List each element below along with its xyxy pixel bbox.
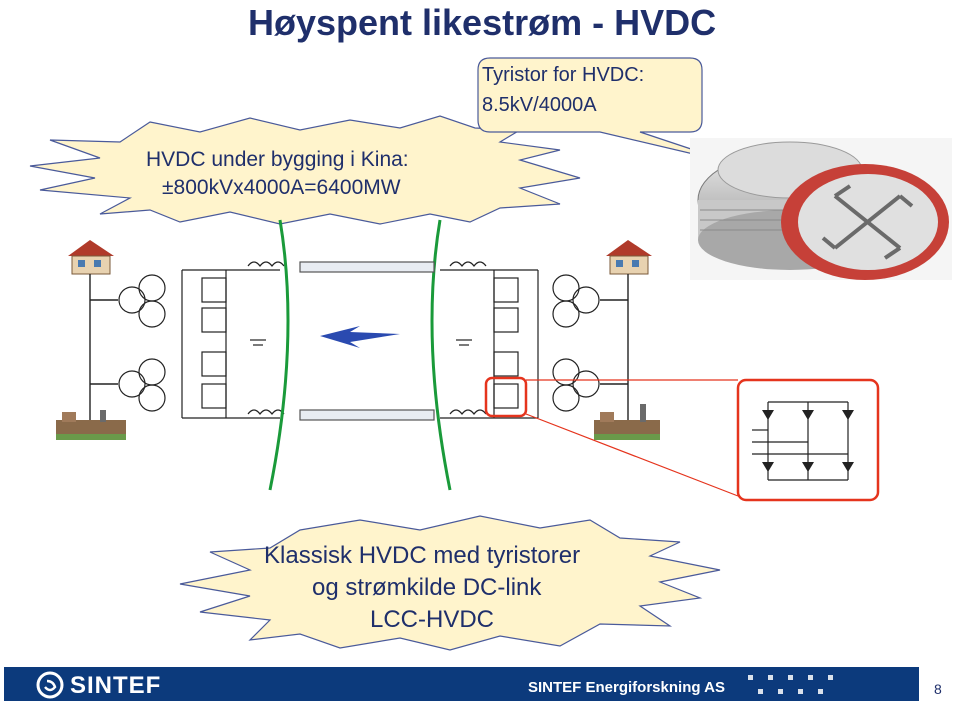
ground-icons	[250, 339, 472, 346]
ac-grid-right	[600, 274, 629, 420]
footer: SINTEF SINTEF Energiforskning AS 8	[0, 663, 960, 705]
reactor-coils	[247, 261, 487, 415]
callout-bottom-line3: LCC-HVDC	[370, 606, 495, 633]
callout-left-burst	[29, 115, 581, 225]
callout-right-bubble	[477, 57, 737, 165]
footer-bar	[4, 667, 919, 701]
callout-right-line1: Tyristor for HVDC:	[482, 64, 645, 86]
callout-bottom-line2: og strømkilde DC-link	[312, 574, 542, 601]
valve-highlight	[484, 376, 528, 418]
callout-bottom-burst	[179, 515, 721, 651]
callout-right-line2: 8.5kV/4000A	[482, 94, 597, 116]
thyristor-disc-image	[690, 138, 952, 280]
footer-company: SINTEF Energiforskning AS	[528, 679, 725, 696]
ac-grid-left	[89, 274, 118, 420]
sintef-logo-icon	[36, 671, 64, 699]
thyristor-icons	[762, 410, 854, 472]
valve-group-left	[181, 269, 280, 419]
footer-brand: SINTEF	[70, 672, 162, 699]
valve-group-right	[440, 269, 539, 419]
page-number: 8	[934, 681, 942, 697]
factory-icon-left	[56, 410, 126, 440]
dc-transmission-corridor	[268, 219, 452, 491]
factory-icon-right	[594, 404, 660, 440]
page-title: Høyspent likestrøm - HVDC	[248, 2, 717, 43]
dc-lines	[299, 261, 435, 421]
transformer-right	[552, 274, 600, 412]
transformer-left	[118, 274, 166, 412]
house-icon-right	[606, 240, 652, 275]
house-icon-left	[68, 240, 114, 275]
callout-left-line1: HVDC under bygging i Kina:	[146, 148, 409, 171]
zoom-line-bottom	[525, 413, 739, 497]
power-flow-arrow-icon	[320, 326, 400, 348]
callout-bottom-line1: Klassisk HVDC med tyristorer	[264, 542, 581, 569]
callout-left-line2: ±800kVx4000A=6400MW	[162, 176, 401, 199]
footer-dots-pattern	[748, 675, 833, 694]
